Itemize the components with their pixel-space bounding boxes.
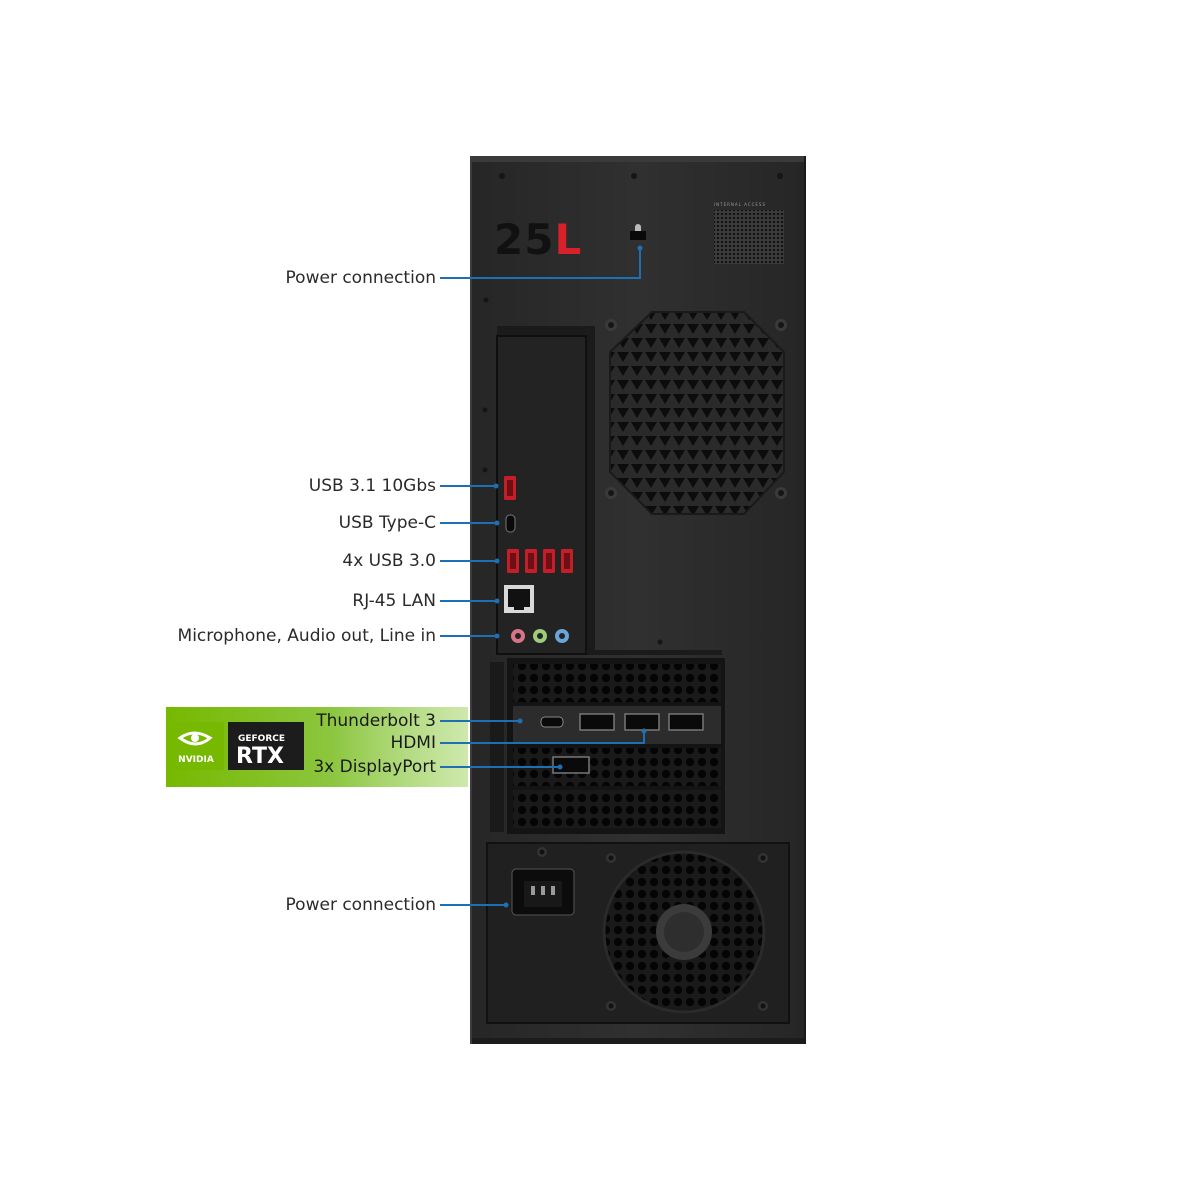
case-screws	[482, 173, 787, 645]
nvidia-logo: NVIDIA	[168, 722, 224, 770]
label-usb31: USB 3.1 10Gbs	[308, 476, 436, 496]
label-displayport: 3x DisplayPort	[313, 757, 436, 777]
rj45-port	[504, 585, 534, 613]
expansion-slots	[490, 658, 725, 834]
usb-c-port	[505, 514, 516, 533]
label-usb30: 4x USB 3.0	[342, 551, 436, 571]
top-fan-vent	[609, 311, 785, 515]
label-power-connection-top: Power connection	[285, 268, 436, 288]
model-logo-text: 25L	[494, 215, 582, 264]
usb30-ports	[507, 549, 573, 573]
label-audio: Microphone, Audio out, Line in	[177, 626, 436, 646]
internal-access-text: INTERNAL ACCESS	[714, 202, 766, 207]
rtx-text: RTX	[236, 744, 284, 769]
usb31-port	[504, 476, 516, 500]
model-logo: 25L	[494, 215, 582, 264]
leader-lines	[440, 248, 645, 906]
geforce-rtx-logo: GEFORCE RTX	[228, 722, 304, 770]
label-hdmi: HDMI	[390, 733, 436, 753]
label-thunderbolt: Thunderbolt 3	[316, 711, 436, 731]
audio-jacks	[511, 629, 569, 643]
internal-access-grille	[714, 210, 784, 264]
geforce-text: GEFORCE	[238, 734, 285, 744]
label-power-connection-bottom: Power connection	[285, 895, 436, 915]
nvidia-logo-text: NVIDIA	[178, 755, 214, 765]
label-usb-type-c: USB Type-C	[338, 513, 436, 533]
leader-endpoints	[493, 245, 647, 908]
leader-hdmi	[440, 731, 645, 744]
leader-power-top	[440, 248, 641, 279]
label-rj45: RJ-45 LAN	[352, 591, 436, 611]
lock-slot	[630, 224, 646, 240]
gpu-ports	[540, 713, 704, 774]
psu-fan	[602, 850, 766, 1014]
